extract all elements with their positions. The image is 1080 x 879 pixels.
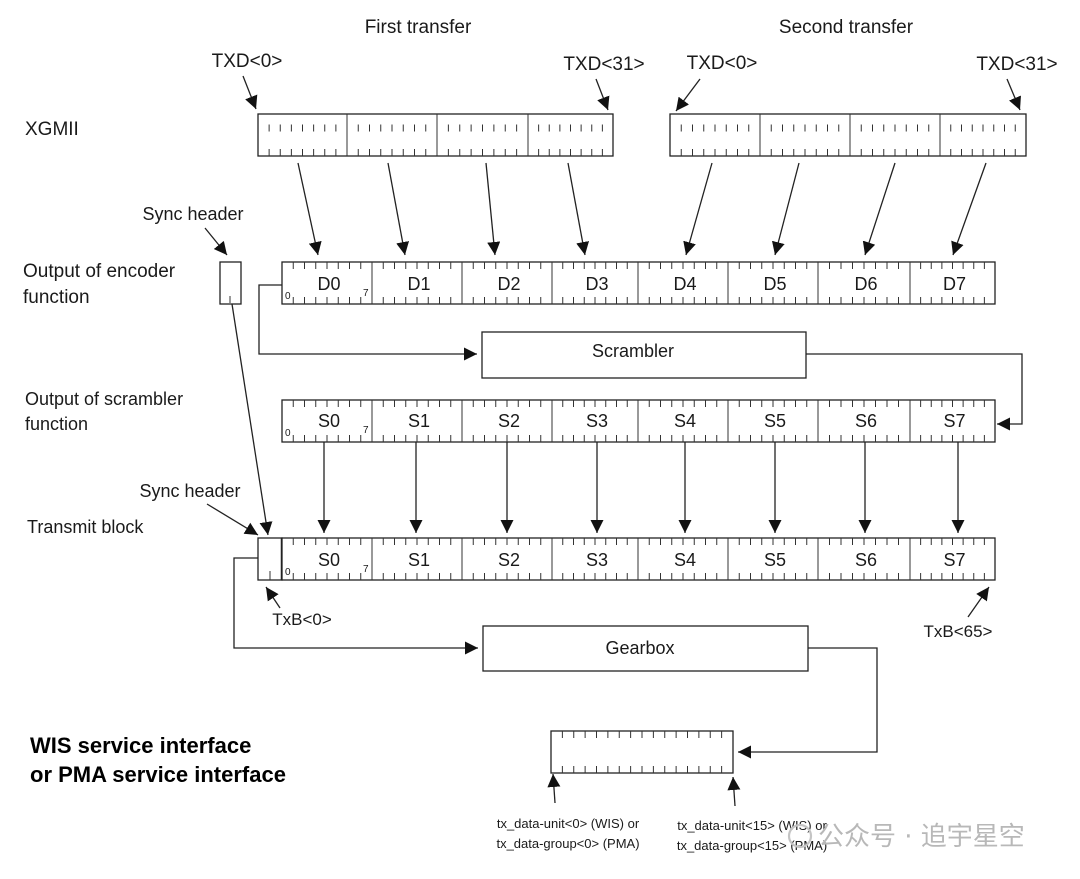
sync-header-label-bottom: Sync header [139, 481, 240, 501]
encoder-bit-start: 0 [285, 291, 291, 302]
gearbox-box [482, 625, 809, 672]
scrambler-to-transmit-arrows [317, 442, 965, 533]
encoder-bit-end: 7 [363, 288, 369, 299]
transmit-block-register: S0 S1 S2 S3 S4 S5 S6 S7 0 7 [281, 537, 996, 581]
arrow-xgmii-d1 [387, 162, 410, 256]
transmit-bit-start: 0 [285, 567, 291, 578]
sync-header-box [219, 261, 242, 305]
arrow-xgmii-d6 [862, 162, 896, 256]
scrambler-cell-7: S7 [943, 411, 965, 431]
transmit-bit-end: 7 [363, 564, 369, 575]
scrambler-cell-4: S4 [674, 411, 696, 431]
sync-header-label-top: Sync header [142, 204, 243, 224]
scrambler-cell-5: S5 [764, 411, 786, 431]
encoder-cell-5: D5 [763, 274, 786, 294]
arrow-xgmii-d2 [485, 162, 501, 256]
gearbox-label: Gearbox [605, 638, 674, 658]
transmit-cell-2: S2 [498, 550, 520, 570]
tx-unit0-arrow [547, 773, 561, 804]
transmit-cell-7: S7 [943, 550, 965, 570]
tx-unit0-label-2: tx_data-group<0> (PMA) [496, 836, 639, 851]
encoder-cell-4: D4 [673, 274, 696, 294]
xgmii-to-encoder-arrows [297, 162, 987, 256]
txd-second-end-label: TXD<31> [976, 54, 1057, 75]
txd-first-start-label: TXD<0> [212, 51, 283, 72]
arrow-xgmii-d3 [567, 162, 590, 256]
txd-first-end-arrow [595, 78, 610, 111]
txb-end-arrow [967, 586, 990, 618]
watermark: 公众号 · 追宇星空 [787, 822, 1025, 852]
transmit-cell-6: S6 [855, 550, 877, 570]
encoder-cell-2: D2 [497, 274, 520, 294]
transmit-cell-3: S3 [586, 550, 608, 570]
scrambler-cell-1: S1 [408, 411, 430, 431]
scrambler-bit-start: 0 [285, 428, 291, 439]
scrambler-label: Scrambler [592, 341, 674, 361]
transmit-cell-5: S5 [764, 550, 786, 570]
txd-second-end-arrow [1006, 78, 1021, 111]
arrow-xgmii-d4 [683, 162, 713, 256]
transmit-cell-1: S1 [408, 550, 430, 570]
gearbox-to-interface-arrow [738, 647, 878, 759]
arrow-xgmii-d5 [771, 162, 800, 256]
encoder-output-label-1: Output of encoder [23, 261, 176, 282]
encoder-cell-3: D3 [585, 274, 608, 294]
arrow-xgmii-d0 [297, 162, 322, 256]
xgmii-first-transfer-register [257, 113, 614, 157]
transmit-cell-0: S0 [318, 550, 340, 570]
scrambler-cell-3: S3 [586, 411, 608, 431]
txb-end-label: TxB<65> [924, 622, 993, 641]
txb-start-label: TxB<0> [272, 610, 332, 629]
second-transfer-title: Second transfer [779, 17, 914, 38]
encoder-cell-7: D7 [943, 274, 966, 294]
txb-start-arrow [265, 586, 281, 609]
scrambler-output-register: S0 S1 S2 S3 S4 S5 S6 S7 0 7 [281, 399, 996, 443]
tx-unit15-label-1: tx_data-unit<15> (WIS) or [677, 818, 827, 833]
xgmii-second-transfer-register [669, 113, 1027, 157]
interface-title-2: or PMA service interface [30, 762, 286, 787]
scrambler-to-output-arrow [806, 353, 1023, 431]
txd-first-end-label: TXD<31> [563, 54, 644, 75]
sync-header-to-transmit-arrow [231, 303, 273, 536]
tx-unit15-arrow [727, 776, 741, 807]
tx-unit0-label-1: tx_data-unit<0> (WIS) or [497, 816, 640, 831]
sync-header-top-arrow [204, 227, 228, 256]
transmit-block-label: Transmit block [27, 517, 144, 537]
encoder-output-label-2: function [23, 287, 90, 308]
wechat-logo-icon [787, 823, 813, 849]
txd-first-start-arrow [242, 75, 258, 110]
transmit-to-gearbox-arrow [233, 557, 478, 655]
scrambler-bit-end: 7 [363, 425, 369, 436]
scrambler-box [481, 331, 807, 379]
encoder-cell-6: D6 [854, 274, 877, 294]
encoder-cell-0: D0 [317, 274, 340, 294]
xgmii-label: XGMII [25, 119, 79, 140]
scrambler-output-label-1: Output of scrambler [25, 389, 183, 409]
sync-header-bottom-arrow [206, 503, 259, 536]
txd-second-start-label: TXD<0> [687, 53, 758, 74]
arrow-xgmii-d7 [951, 162, 987, 256]
interface-title-1: WIS service interface [30, 733, 251, 758]
first-transfer-title: First transfer [365, 17, 472, 38]
encoder-to-scrambler-arrow [258, 284, 477, 361]
txd-second-start-arrow [675, 78, 701, 112]
encoder-output-register: D0 D1 D2 D3 D4 D5 D6 D7 0 7 [281, 261, 996, 305]
transmit-cell-4: S4 [674, 550, 696, 570]
encoder-cell-1: D1 [407, 274, 430, 294]
scrambler-cell-0: S0 [318, 411, 340, 431]
watermark-text: 公众号 · 追宇星空 [818, 822, 1025, 852]
scrambler-output-label-2: function [25, 414, 88, 434]
service-interface-register [550, 730, 734, 774]
scrambler-cell-2: S2 [498, 411, 520, 431]
scrambler-cell-6: S6 [855, 411, 877, 431]
